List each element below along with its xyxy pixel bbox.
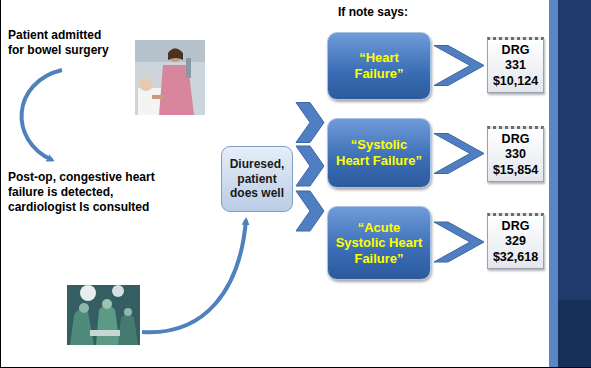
side-band — [558, 0, 591, 368]
note-option-box: “Systolic Heart Failure” — [327, 118, 431, 188]
flow-arrow — [142, 220, 246, 332]
side-stripe — [549, 0, 558, 368]
drg-notepad: DRG 329$32,618 — [487, 213, 544, 270]
side-band-lower — [558, 300, 591, 368]
drg-notepad: DRG 331$10,124 — [487, 37, 544, 94]
surgery-photo — [67, 285, 140, 345]
box-text: DRG 329 — [502, 219, 530, 250]
box-amount: $32,618 — [493, 250, 538, 266]
box-amount: $15,854 — [493, 163, 538, 179]
box-text: DRG 330 — [502, 132, 530, 163]
column-heading: If note says: — [338, 5, 448, 20]
frame-bottom — [0, 367, 591, 368]
step-text: Patient admitted for bowel surgery — [8, 28, 112, 58]
chevron-arrow — [434, 134, 484, 174]
box-text: DRG 331 — [502, 43, 530, 74]
note-option-box: “Acute Systolic Heart Failure” — [327, 206, 431, 280]
box-text: Diuresed, patient does well — [225, 157, 289, 200]
chevron-arrow — [434, 46, 484, 86]
nurse-photo — [135, 40, 205, 115]
chevron-arrow — [296, 191, 324, 231]
drg-notepad: DRG 330$15,854 — [487, 126, 544, 183]
box-amount: $10,124 — [493, 74, 538, 90]
flow-arrow — [22, 70, 62, 160]
box-text: “Acute Systolic Heart Failure” — [333, 220, 425, 267]
chevron-arrow — [296, 103, 324, 143]
frame-left — [0, 0, 1, 368]
process-box: Diuresed, patient does well — [221, 146, 293, 212]
box-text: “Systolic Heart Failure” — [333, 137, 425, 168]
note-option-box: “Heart Failure” — [327, 32, 431, 100]
chevron-arrow — [434, 222, 484, 262]
step-text: Post-op, congestive heart failure is det… — [8, 170, 168, 215]
chevron-arrow — [296, 146, 324, 186]
box-text: “Heart Failure” — [333, 50, 425, 81]
